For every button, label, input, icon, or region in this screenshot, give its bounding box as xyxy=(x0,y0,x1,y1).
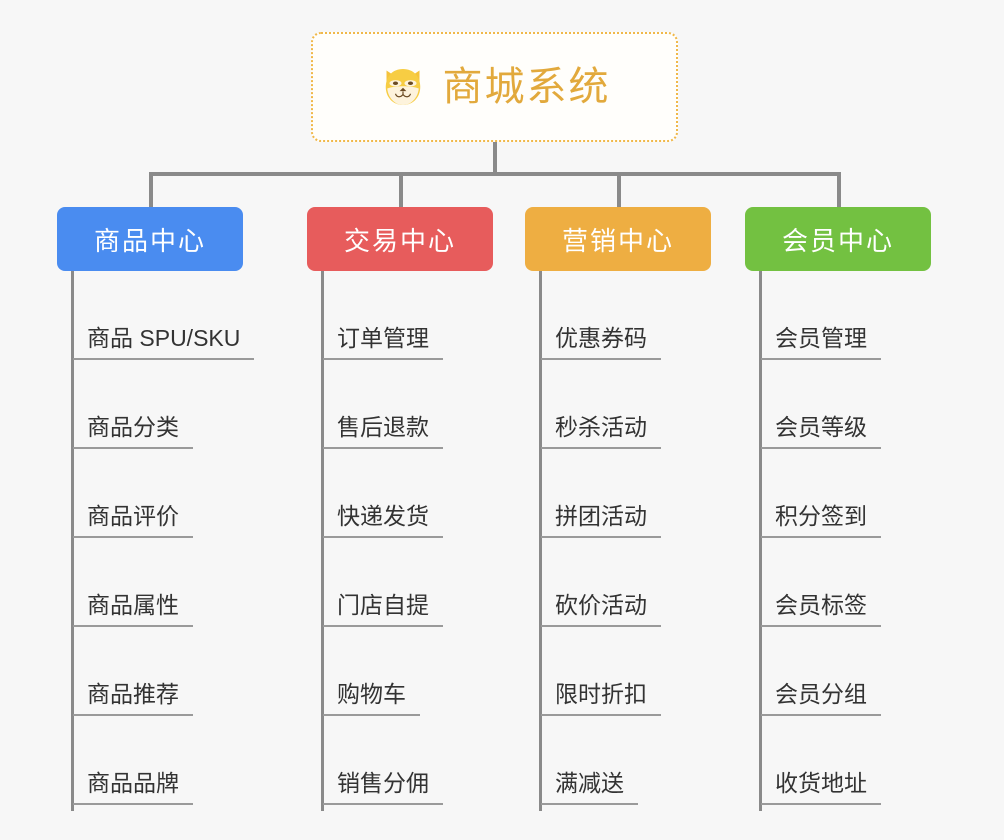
branch-header-member-center[interactable]: 会员中心 xyxy=(745,207,931,271)
branch-header-trade-center[interactable]: 交易中心 xyxy=(307,207,493,271)
leaf-item[interactable]: 满减送 xyxy=(525,716,711,805)
leaf-label: 门店自提 xyxy=(323,594,443,627)
leaf-label: 售后退款 xyxy=(323,416,443,449)
leaf-label: 商品分类 xyxy=(73,416,193,449)
leaf-item[interactable]: 砍价活动 xyxy=(525,538,711,627)
connector-drop-1 xyxy=(149,172,153,207)
leaf-label: 会员等级 xyxy=(761,416,881,449)
leaf-label: 积分签到 xyxy=(761,505,881,538)
leaf-label: 订单管理 xyxy=(323,327,443,360)
connector-drop-2 xyxy=(399,172,403,207)
leaf-item[interactable]: 收货地址 xyxy=(745,716,931,805)
branch-header-marketing-center[interactable]: 营销中心 xyxy=(525,207,711,271)
leaf-item[interactable]: 购物车 xyxy=(307,627,493,716)
leaf-label: 商品推荐 xyxy=(73,683,193,716)
branch-trunk-3 xyxy=(539,271,542,811)
leaf-label: 商品属性 xyxy=(73,594,193,627)
leaf-label: 会员标签 xyxy=(761,594,881,627)
leaf-item[interactable]: 会员等级 xyxy=(745,360,931,449)
leaf-label: 快递发货 xyxy=(323,505,443,538)
connector-root-stem xyxy=(493,142,497,174)
leaf-list-product-center: 商品 SPU/SKU 商品分类 商品评价 商品属性 商品推荐 商品品牌 xyxy=(57,271,255,805)
leaf-label: 拼团活动 xyxy=(541,505,661,538)
connector-drop-4 xyxy=(837,172,841,207)
branch-header-label: 营销中心 xyxy=(561,225,674,256)
branch-column-member-center: 会员中心 会员管理 会员等级 积分签到 会员标签 会员分组 收货地址 xyxy=(745,207,931,811)
leaf-item[interactable]: 商品评价 xyxy=(57,449,254,538)
leaf-label: 销售分佣 xyxy=(323,772,443,805)
leaf-list-marketing-center: 优惠券码 秒杀活动 拼团活动 砍价活动 限时折扣 满减送 xyxy=(525,271,711,805)
leaf-item[interactable]: 商品属性 xyxy=(57,538,254,627)
connector-horizontal-bus xyxy=(149,172,841,176)
leaf-item[interactable]: 拼团活动 xyxy=(525,449,711,538)
branch-column-marketing-center: 营销中心 优惠券码 秒杀活动 拼团活动 砍价活动 限时折扣 满减送 xyxy=(525,207,711,811)
leaf-label: 会员管理 xyxy=(761,327,881,360)
leaf-item[interactable]: 商品推荐 xyxy=(57,627,254,716)
leaf-item[interactable]: 销售分佣 xyxy=(307,716,493,805)
leaf-item[interactable]: 商品分类 xyxy=(57,360,254,449)
leaf-item[interactable]: 秒杀活动 xyxy=(525,360,711,449)
branch-column-product-center: 商品中心 商品 SPU/SKU 商品分类 商品评价 商品属性 商品推荐 商品品牌 xyxy=(57,207,255,811)
leaf-item[interactable]: 优惠券码 xyxy=(525,271,711,360)
leaf-label: 秒杀活动 xyxy=(541,416,661,449)
branch-column-trade-center: 交易中心 订单管理 售后退款 快递发货 门店自提 购物车 销售分佣 xyxy=(307,207,493,811)
leaf-item[interactable]: 快递发货 xyxy=(307,449,493,538)
leaf-list-trade-center: 订单管理 售后退款 快递发货 门店自提 购物车 销售分佣 xyxy=(307,271,493,805)
leaf-label: 商品品牌 xyxy=(73,772,193,805)
leaf-item[interactable]: 会员管理 xyxy=(745,271,931,360)
root-title: 商城系统 xyxy=(442,65,611,109)
leaf-label: 购物车 xyxy=(323,683,420,716)
leaf-item[interactable]: 会员标签 xyxy=(745,538,931,627)
branch-trunk-1 xyxy=(71,271,74,811)
leaf-label: 商品 SPU/SKU xyxy=(73,327,255,360)
leaf-item[interactable]: 商品品牌 xyxy=(57,716,254,805)
leaf-label: 收货地址 xyxy=(761,772,881,805)
leaf-item[interactable]: 限时折扣 xyxy=(525,627,711,716)
leaf-item[interactable]: 会员分组 xyxy=(745,627,931,716)
branch-header-label: 交易中心 xyxy=(343,225,456,256)
branch-trunk-2 xyxy=(321,271,324,811)
leaf-label: 砍价活动 xyxy=(541,594,661,627)
leaf-label: 会员分组 xyxy=(761,683,881,716)
leaf-item[interactable]: 售后退款 xyxy=(307,360,493,449)
root-node[interactable]: 商城系统 xyxy=(311,32,678,142)
leaf-label: 限时折扣 xyxy=(541,683,661,716)
branch-header-label: 商品中心 xyxy=(93,225,206,256)
leaf-item[interactable]: 积分签到 xyxy=(745,449,931,538)
leaf-item[interactable]: 商品 SPU/SKU xyxy=(57,271,255,360)
shiba-dog-icon xyxy=(385,69,420,105)
leaf-label: 商品评价 xyxy=(73,505,193,538)
leaf-label: 满减送 xyxy=(541,772,638,805)
leaf-label: 优惠券码 xyxy=(541,327,661,360)
branch-header-product-center[interactable]: 商品中心 xyxy=(57,207,243,271)
connector-drop-3 xyxy=(617,172,621,207)
branch-trunk-4 xyxy=(759,271,762,811)
leaf-item[interactable]: 订单管理 xyxy=(307,271,493,360)
branch-header-label: 会员中心 xyxy=(781,225,894,256)
leaf-item[interactable]: 门店自提 xyxy=(307,538,493,627)
leaf-list-member-center: 会员管理 会员等级 积分签到 会员标签 会员分组 收货地址 xyxy=(745,271,931,805)
